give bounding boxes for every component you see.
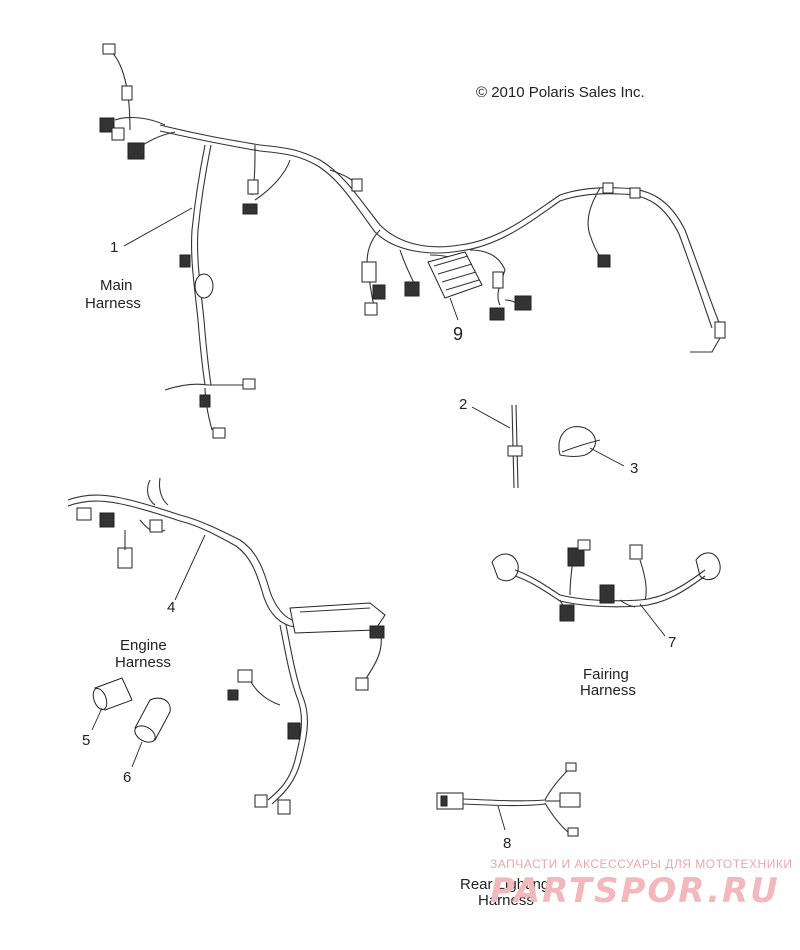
engine-harness-label-line2: Harness: [115, 654, 171, 671]
callout-5: 5: [82, 732, 90, 749]
clip-drawing: [558, 426, 625, 467]
callout-7: 7: [668, 634, 676, 651]
cable-tie-drawing: [471, 404, 523, 489]
engine-harness-label-line1: Engine: [120, 637, 167, 654]
engine-harness-drawing: [67, 477, 386, 815]
rear-lighting-harness-label-line2: Harness: [478, 892, 534, 909]
callout-2: 2: [459, 396, 467, 413]
boot-6-drawing: [131, 697, 171, 768]
callout-9: 9: [453, 324, 463, 344]
copyright-text: © 2010 Polaris Sales Inc.: [476, 84, 645, 101]
cap-5-drawing: [91, 677, 133, 731]
main-harness-label-line2: Harness: [85, 295, 141, 312]
ecu-module: [427, 251, 483, 299]
callout-6: 6: [123, 769, 131, 786]
watermark-tagline: ЗАПЧАСТИ И АКСЕССУАРЫ ДЛЯ МОТОТЕХНИКИ: [490, 857, 792, 871]
rear-lighting-harness-label-line1: Rear Lighting: [460, 876, 549, 893]
main-harness-label-line1: Main: [100, 277, 133, 294]
callout-4: 4: [167, 599, 175, 616]
fairing-harness-label-line2: Harness: [580, 682, 636, 699]
watermark-brand: PARTSPOR.RU: [490, 871, 780, 911]
fairing-harness-drawing: [491, 539, 721, 637]
main-harness-drawing: [99, 43, 726, 439]
callout-1: 1: [110, 239, 118, 256]
rear-lighting-harness-drawing: [436, 762, 581, 837]
fairing-harness-label-line1: Fairing: [583, 666, 629, 683]
callout-3: 3: [630, 460, 638, 477]
callout-8: 8: [503, 835, 511, 852]
